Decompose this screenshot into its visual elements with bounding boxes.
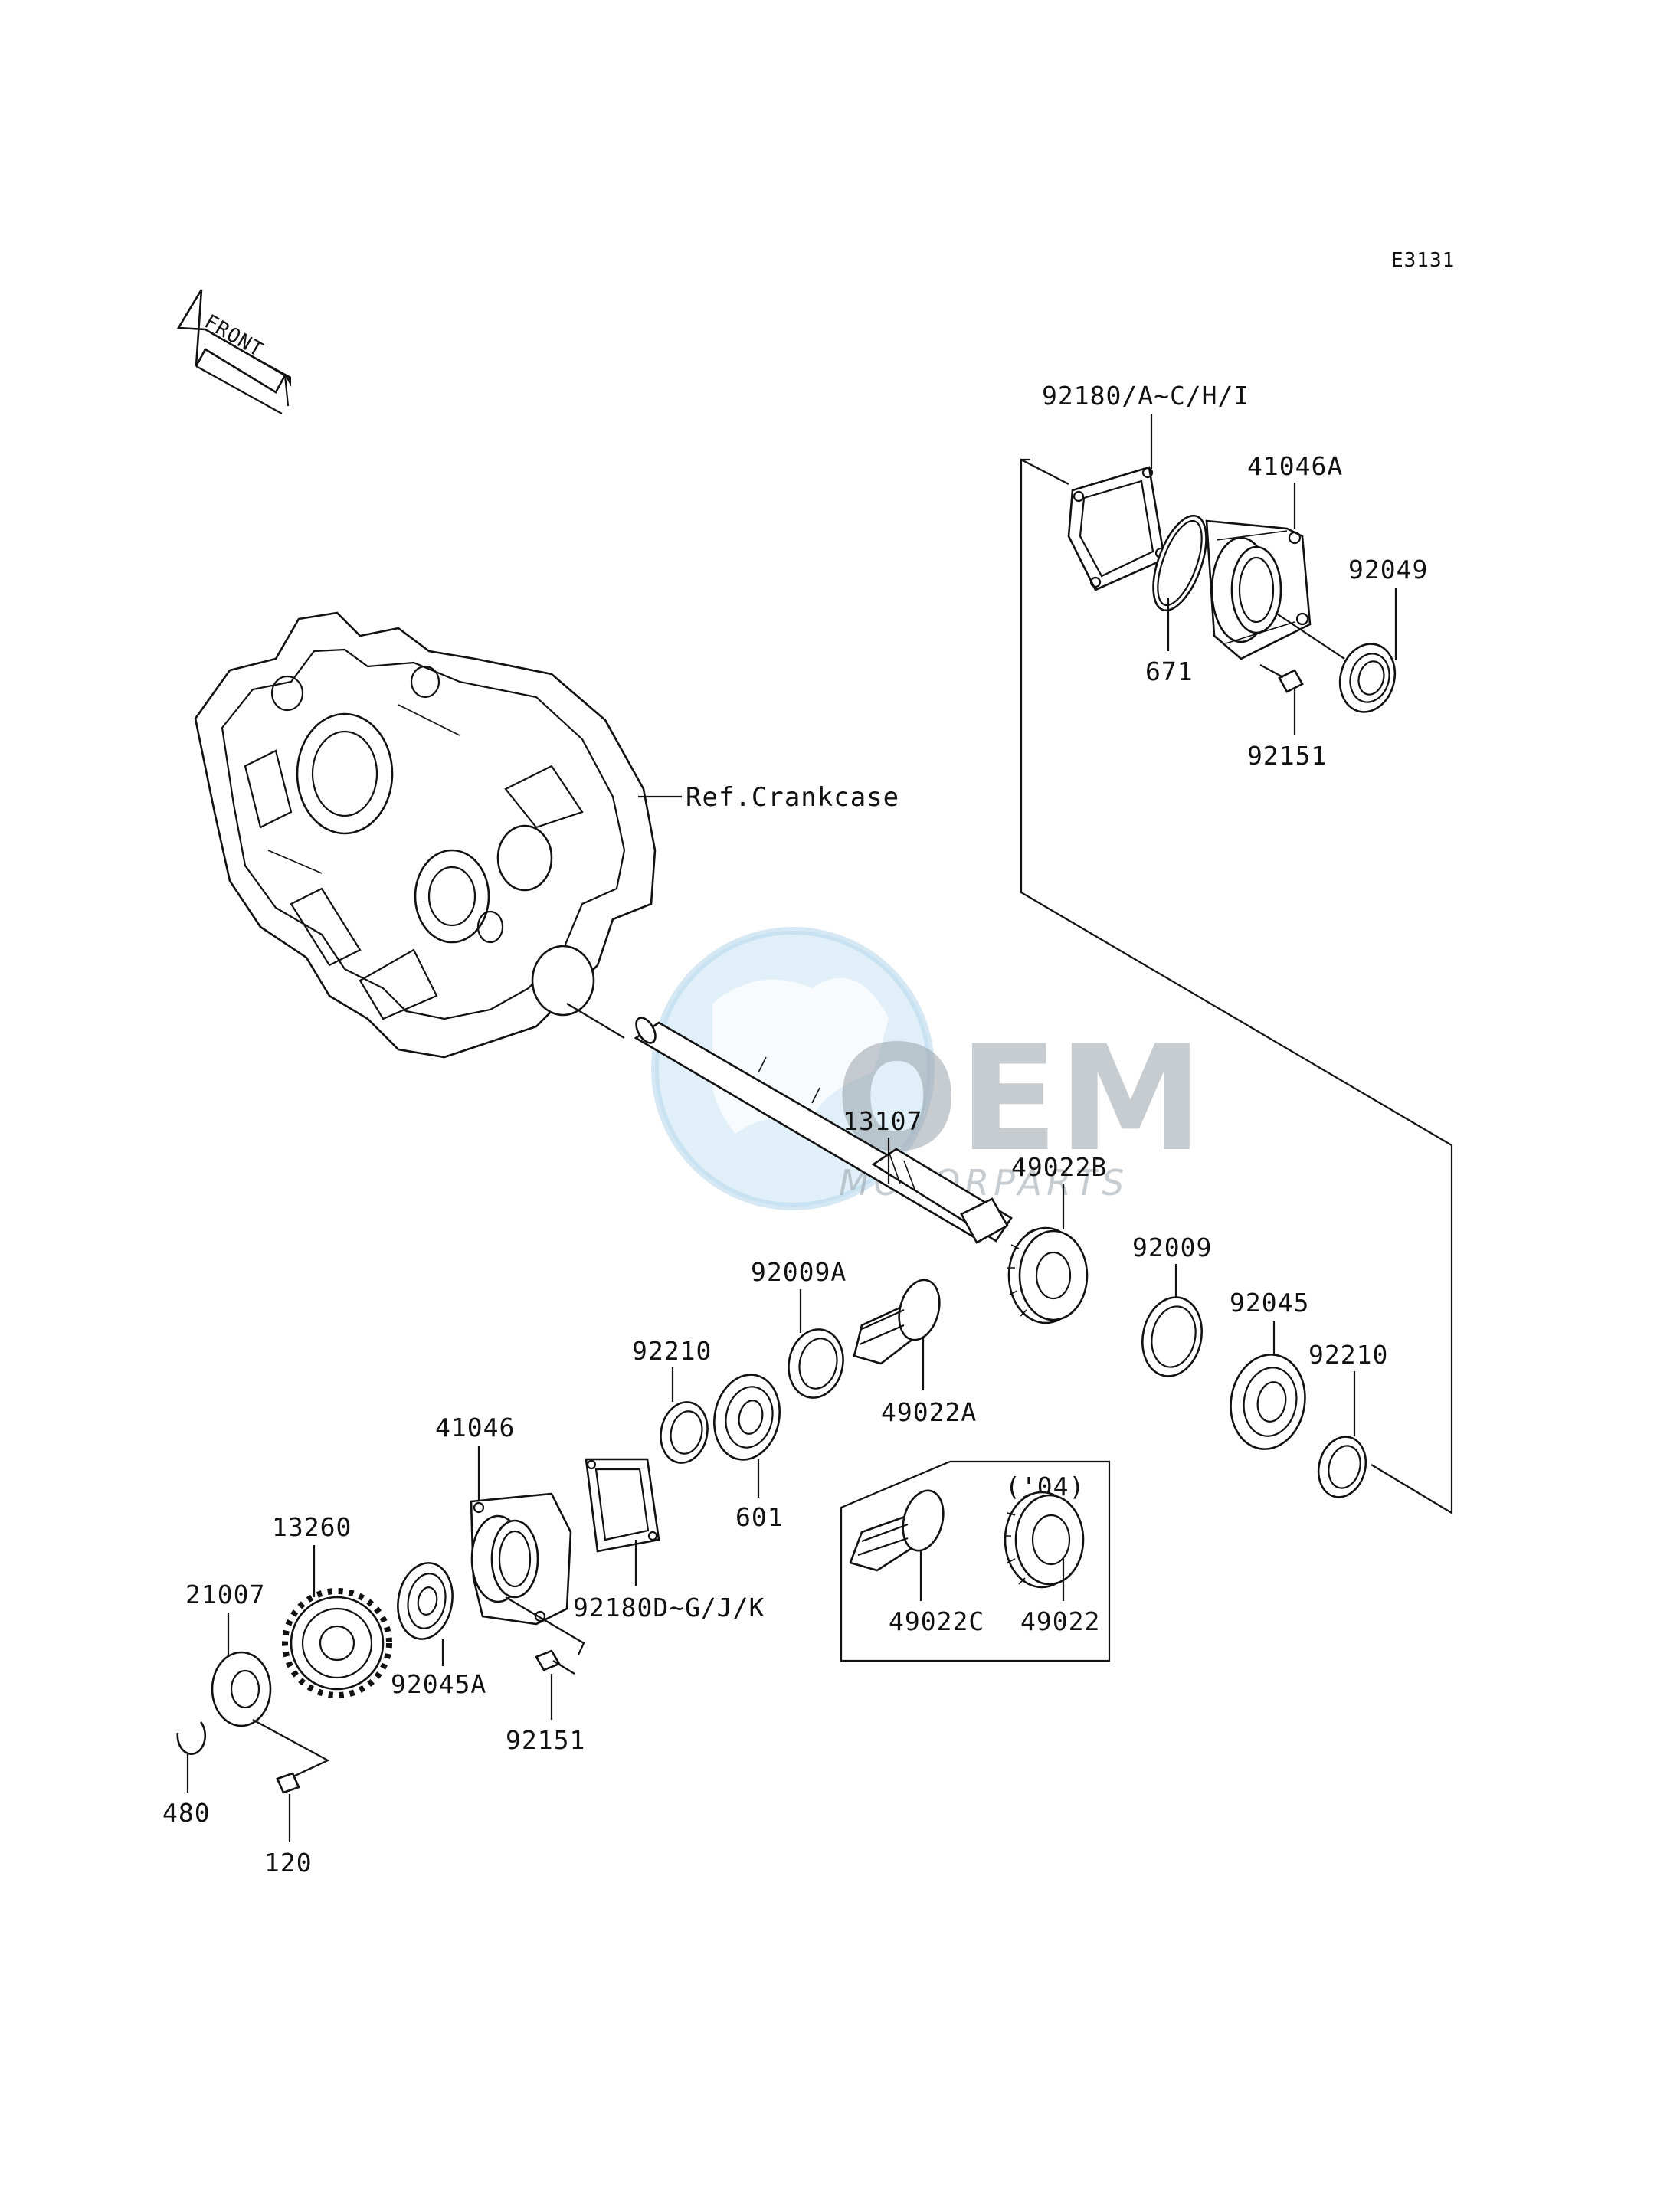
label-92009a: 92009A bbox=[751, 1257, 847, 1287]
label-41046a: 41046A bbox=[1247, 451, 1343, 481]
label-92151-bottom: 92151 bbox=[506, 1725, 585, 1755]
seal-92210-left bbox=[660, 1401, 709, 1464]
label-92045: 92045 bbox=[1230, 1288, 1309, 1318]
seal-92210-right bbox=[1317, 1436, 1367, 1498]
label-49022b: 49022B bbox=[1011, 1152, 1107, 1182]
shim-92009 bbox=[1141, 1296, 1204, 1377]
pinion-49022a bbox=[853, 1279, 941, 1365]
diagram-code: E3131 bbox=[1391, 249, 1455, 272]
label-92180-dgjk: 92180D~G/J/K bbox=[573, 1593, 765, 1622]
label-92009: 92009 bbox=[1132, 1233, 1212, 1262]
label-480: 480 bbox=[162, 1798, 211, 1828]
bearing-601 bbox=[712, 1374, 781, 1461]
label-13260: 13260 bbox=[272, 1512, 352, 1542]
label-92210-right: 92210 bbox=[1308, 1340, 1388, 1370]
bolt-92151-top bbox=[1259, 664, 1304, 693]
gear-49022 bbox=[1004, 1491, 1085, 1589]
label-92045a: 92045A bbox=[391, 1669, 486, 1699]
bolt-92151-bottom bbox=[505, 1596, 585, 1675]
label-92049: 92049 bbox=[1348, 555, 1428, 584]
group-bracket bbox=[1020, 458, 1453, 1514]
gasket-top bbox=[1067, 466, 1167, 591]
plate-21007 bbox=[211, 1651, 330, 1782]
label-49022: 49022 bbox=[1020, 1606, 1100, 1636]
label-49022a: 49022A bbox=[881, 1397, 977, 1427]
gasket-bottom bbox=[585, 1458, 660, 1553]
label-13107: 13107 bbox=[843, 1106, 922, 1136]
screw-120 bbox=[276, 1772, 300, 1794]
bearing-housing-41046 bbox=[470, 1492, 572, 1626]
bearing-housing-41046a bbox=[1205, 519, 1312, 660]
label-49022c: 49022C bbox=[889, 1606, 984, 1636]
crankcase-reference bbox=[194, 611, 657, 1059]
label-671: 671 bbox=[1145, 656, 1194, 686]
gear-49022b bbox=[1007, 1226, 1089, 1324]
label-92180-aci: 92180/A~C/H/I bbox=[1042, 381, 1249, 411]
oil-seal-92049 bbox=[1338, 643, 1397, 713]
label-92151-top: 92151 bbox=[1247, 741, 1327, 771]
label-21007: 21007 bbox=[185, 1580, 265, 1609]
label-601: 601 bbox=[735, 1502, 784, 1532]
label-120: 120 bbox=[264, 1848, 313, 1878]
label-41046: 41046 bbox=[435, 1413, 515, 1442]
o-ring-671 bbox=[1152, 514, 1207, 612]
circlip-480 bbox=[176, 1721, 207, 1755]
label-92210-left: 92210 bbox=[632, 1336, 712, 1366]
ref-crankcase-label: Ref.Crankcase bbox=[686, 782, 899, 813]
year-inset bbox=[840, 1460, 1111, 1662]
front-arrow-icon: FRONT bbox=[176, 289, 291, 414]
bearing-92045a bbox=[397, 1562, 454, 1640]
pinion-49022c bbox=[849, 1489, 945, 1572]
gear-13260 bbox=[282, 1588, 392, 1698]
bearing-92045 bbox=[1230, 1354, 1306, 1450]
shim-92009a bbox=[788, 1328, 844, 1399]
